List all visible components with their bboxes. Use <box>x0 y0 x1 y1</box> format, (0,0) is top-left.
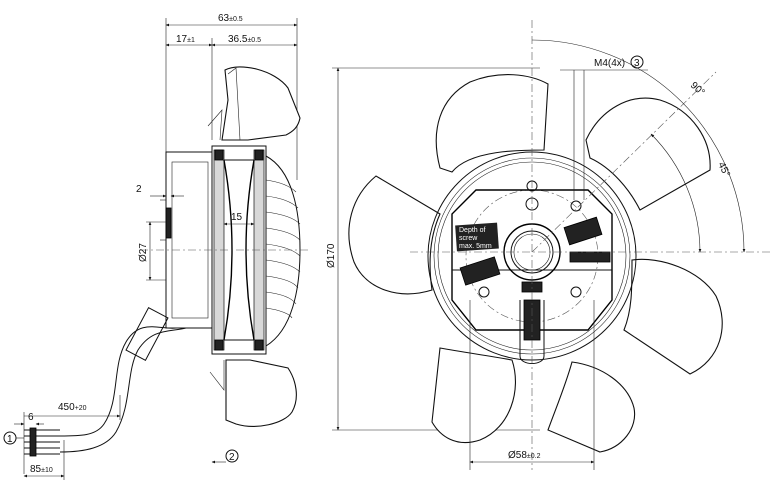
front-view: Ø170 Depth of <box>326 20 770 470</box>
dim-inner-width: 15 <box>231 212 243 223</box>
dim-wire-strip: 6 <box>28 412 34 423</box>
dim-rotor-depth: 36.5±0.5 <box>228 34 261 45</box>
dim-angle-90: 90° <box>688 80 707 98</box>
dim-angle-45: 45° <box>715 160 732 178</box>
dim-shaft-dia: Ø27 <box>138 243 149 262</box>
depth-note-line2: screw <box>459 235 478 242</box>
angle-arc-45 <box>650 133 702 253</box>
depth-note-box <box>455 222 499 252</box>
fan-blades <box>348 74 723 453</box>
label-plate-left <box>459 256 501 286</box>
lower-blade-section <box>225 359 297 427</box>
label-plate-right <box>563 216 603 246</box>
depth-note-line3: max. 5mm <box>459 243 492 250</box>
cable <box>59 326 177 437</box>
upper-blade-section <box>221 66 301 141</box>
side-view: 63±0.5 17±1 36.5±0.5 <box>3 13 310 480</box>
dim-front-depth: 17±1 <box>176 34 195 45</box>
cable-gland <box>125 306 169 362</box>
dim-mount-dia: Ø58±0.2 <box>508 450 541 461</box>
mounting-plate <box>451 189 613 331</box>
flange-slot <box>165 207 172 239</box>
marker-2: 2 <box>229 452 235 463</box>
dim-fan-dia: Ø170 <box>326 243 337 268</box>
dim-flange-thickness: 2 <box>136 184 142 195</box>
depth-note-line1: Depth of <box>459 227 486 234</box>
marker-2-circle <box>225 449 239 463</box>
rotor-fins <box>265 155 301 347</box>
dim-wire-length: 85±10 <box>30 464 53 475</box>
motor-flange <box>165 151 213 329</box>
dim-overall-depth: 63±0.5 <box>218 13 243 24</box>
dim-cable-length: 450+20 <box>58 402 87 413</box>
brand-label <box>569 251 611 263</box>
marker-3: 3 <box>634 58 640 69</box>
marker-1: 1 <box>7 434 13 445</box>
angle-arc-90 <box>531 39 746 253</box>
wire-ends <box>24 427 60 457</box>
dim-screw: M4(4x) <box>594 58 625 69</box>
